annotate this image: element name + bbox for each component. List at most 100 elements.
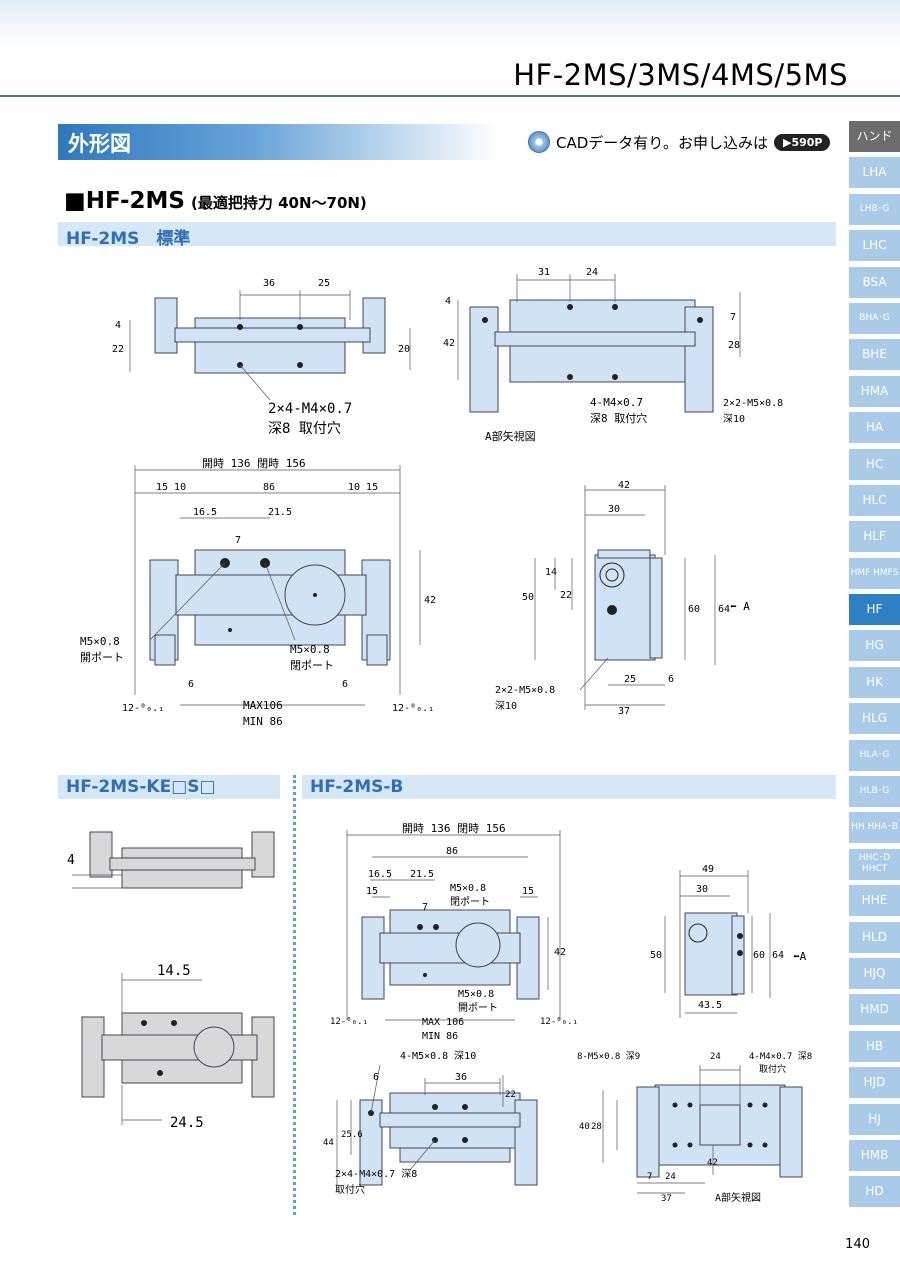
drawing-b-front: 開時 136 閉時 156 86 16.5 21.5 15 15 7 42 M5… xyxy=(330,822,578,1040)
note-b-mount-spec: 2×4-M4×0.7 深8 xyxy=(335,1168,417,1180)
tab-ha[interactable]: HA xyxy=(849,412,900,444)
product-name: ■HF-2MS xyxy=(64,188,185,214)
dim-side-6: 6 xyxy=(668,674,674,685)
tab-hhe[interactable]: HHE xyxy=(849,885,900,917)
tab-hj[interactable]: HJ xyxy=(849,1103,900,1135)
tab-bha-g[interactable]: BHA･G xyxy=(849,302,900,334)
tab-hlg[interactable]: HLG xyxy=(849,703,900,735)
tab-hhc-d-hhct[interactable]: HHC･D HHCT xyxy=(849,848,900,880)
dim-4b: 4 xyxy=(445,296,451,307)
caption-b-a-view: A部矢視図 xyxy=(715,1191,761,1204)
port-close-label: 閉ポート xyxy=(290,659,334,672)
dim-b-16-5: 16.5 xyxy=(368,869,392,880)
port-open-label: 開ポート xyxy=(80,651,124,664)
tab-hma[interactable]: HMA xyxy=(849,375,900,407)
subsection-standard-label: HF-2MS 標準 xyxy=(66,229,191,249)
drawing-b-side: 49 30 50 60 64 43.5 ⬅A xyxy=(650,864,807,1018)
dim-side-50: 50 xyxy=(522,592,534,603)
tab-hc[interactable]: HC xyxy=(849,448,900,480)
dim-bt-6: 6 xyxy=(373,1072,379,1083)
dim-10-15: 10 15 xyxy=(348,482,378,493)
b-tol-right: 12-⁰₀.₁ xyxy=(540,1017,578,1027)
caption-a-view: A部矢視図 xyxy=(485,429,536,443)
header-rule xyxy=(0,95,900,97)
note-b-port: 4-M5×0.8 深10 xyxy=(400,1050,476,1062)
dim-42b: 42 xyxy=(424,595,436,606)
dim-bs-49: 49 xyxy=(702,864,714,875)
dim-b-15-left: 15 xyxy=(366,886,378,897)
dim-ke-4: 4 xyxy=(67,853,75,868)
tab-hlc[interactable]: HLC xyxy=(849,484,900,516)
dim-bs-64: 64 xyxy=(772,950,784,961)
dim-b-86: 86 xyxy=(446,846,458,857)
model-title: HF-2MS/3MS/4MS/5MS xyxy=(513,58,848,92)
drawing-b-a-view: 8-M5×0.8 深9 24 4-M4×0.7 深8 取付穴 40 28 42 … xyxy=(577,1051,812,1204)
tab-hmf-hmfs[interactable]: HMF HMFS xyxy=(849,557,900,589)
tab-lha[interactable]: LHA xyxy=(849,157,900,189)
dim-b-7: 7 xyxy=(422,902,428,913)
drawing-b-top: 4-M5×0.8 深10 6 36 22 25.6 44 2×4-M4×0.7 … xyxy=(323,1050,538,1196)
drawing-front-view: 開時 136 閉時 156 15 10 86 10 15 16.5 21.5 7… xyxy=(80,457,436,728)
dim-21-5: 21.5 xyxy=(268,507,292,518)
subsection-b-label: HF-2MS-B xyxy=(310,777,404,797)
b-port-open-spec: M5×0.8 xyxy=(458,989,494,1000)
b-port-close-spec: M5×0.8 xyxy=(450,883,486,894)
dim-36: 36 xyxy=(263,278,275,289)
note-side-port-spec: 2×2-M5×0.8 xyxy=(495,685,555,696)
front-open-closed: 開時 136 閉時 156 xyxy=(202,457,306,470)
tab-hla-g[interactable]: HLA･G xyxy=(849,739,900,771)
tab-lhc[interactable]: LHC xyxy=(849,230,900,262)
dim-side-25: 25 xyxy=(624,674,636,685)
tab-hlb-g[interactable]: HLB･G xyxy=(849,776,900,808)
dim-42: 42 xyxy=(443,338,455,349)
dim-25: 25 xyxy=(318,278,330,289)
tab-hg[interactable]: HG xyxy=(849,630,900,662)
tab-hmd[interactable]: HMD xyxy=(849,994,900,1026)
tab-hlf[interactable]: HLF xyxy=(849,521,900,553)
dim-bt-44: 44 xyxy=(323,1138,334,1148)
dim-side-60: 60 xyxy=(688,604,700,615)
dim-4: 4 xyxy=(115,320,121,331)
note-mount-hole-depth: 深8 取付穴 xyxy=(268,421,341,437)
section-header: 外形図 xyxy=(58,124,498,160)
note-a-mount-depth: 深8 取付穴 xyxy=(590,411,647,425)
tab-bsa[interactable]: BSA xyxy=(849,266,900,298)
note-b-mount-label: 取付穴 xyxy=(335,1183,365,1196)
tab-hf[interactable]: HF xyxy=(849,594,900,626)
tab-hjq[interactable]: HJQ xyxy=(849,957,900,989)
dim-20: 20 xyxy=(398,344,410,355)
stroke-min: MIN 86 xyxy=(243,715,283,728)
dim-side-37: 37 xyxy=(618,706,630,717)
dim-7: 7 xyxy=(730,312,736,323)
drawing-ke-top: 4 xyxy=(67,831,275,889)
dim-side-22: 22 xyxy=(560,590,572,601)
tab-hjd[interactable]: HJD xyxy=(849,1067,900,1099)
tab-hh-hha-b[interactable]: HH HHA･B xyxy=(849,812,900,844)
tab-hand[interactable]: ハンド xyxy=(849,121,900,152)
cd-icon xyxy=(528,131,550,153)
dim-ba-40: 40 xyxy=(579,1122,590,1132)
tab-bhe[interactable]: BHE xyxy=(849,339,900,371)
tab-hd[interactable]: HD xyxy=(849,1176,900,1208)
b-open-closed: 開時 136 閉時 156 xyxy=(402,822,506,835)
section-divider xyxy=(293,775,296,1215)
view-arrow-a: ⬅ A xyxy=(730,600,750,613)
dim-ba-28: 28 xyxy=(591,1122,602,1132)
dim-bt-36: 36 xyxy=(455,1072,467,1083)
tab-hk[interactable]: HK xyxy=(849,666,900,698)
tab-hmb[interactable]: HMB xyxy=(849,1139,900,1171)
port-close-spec: M5×0.8 xyxy=(290,643,330,656)
dim-86: 86 xyxy=(263,482,275,493)
page-ref-link[interactable]: ▶590P xyxy=(774,133,830,151)
dim-22: 22 xyxy=(112,344,124,355)
tol-right: 12-⁰₀.₁ xyxy=(392,703,434,714)
tab-hb[interactable]: HB xyxy=(849,1030,900,1062)
tab-lhb-g[interactable]: LHB･G xyxy=(849,193,900,225)
dim-bt-25-6: 25.6 xyxy=(341,1130,363,1140)
dim-15-10: 15 10 xyxy=(156,482,186,493)
dim-bs-50: 50 xyxy=(650,950,662,961)
subsection-ke: HF-2MS-KE□S□ xyxy=(58,775,280,799)
subsection-b: HF-2MS-B xyxy=(302,775,836,799)
tab-hld[interactable]: HLD xyxy=(849,921,900,953)
note-a-mount-spec: 4-M4×0.7 xyxy=(590,396,643,409)
